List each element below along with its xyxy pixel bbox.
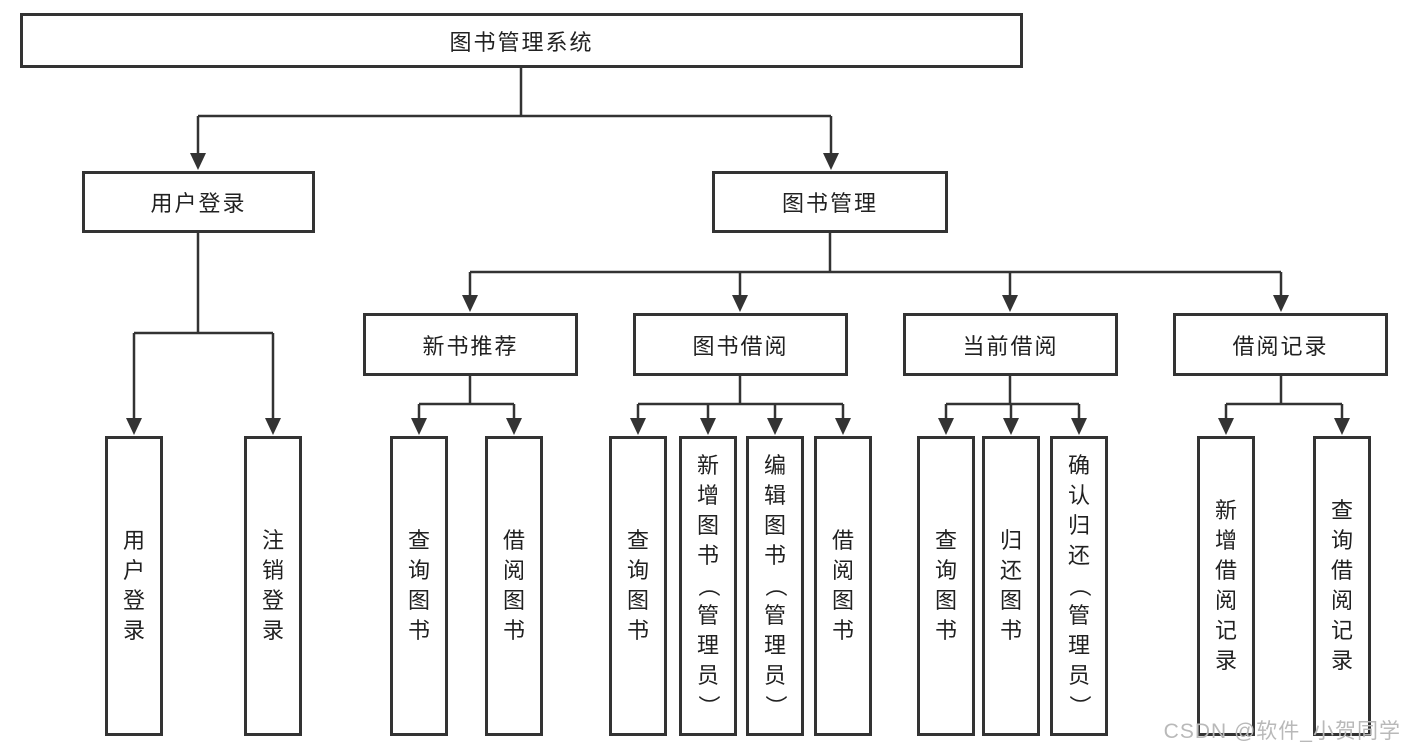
node-leaf-nb-borrow-books: 借阅图书	[485, 436, 543, 736]
arrowhead-icon	[190, 153, 206, 170]
node-leaf-cb-confirm-return-admin: 确认归还（管理员）	[1050, 436, 1108, 736]
node-leaf-nb-query-books: 查询图书	[390, 436, 448, 736]
node-borrow-records-label: 借阅记录	[1232, 333, 1329, 359]
arrowhead-icon	[823, 153, 839, 170]
arrowhead-icon	[732, 295, 748, 312]
arrowhead-icon	[1273, 295, 1289, 312]
node-leaf-bb-add-books-admin-label: 新增图书（管理员）	[695, 453, 721, 718]
arrowhead-icon	[1071, 418, 1087, 435]
node-leaf-user-login-label: 用户登录	[122, 528, 145, 643]
node-leaf-br-add-record: 新增借阅记录	[1197, 436, 1255, 736]
node-user-login-label: 用户登录	[150, 191, 247, 216]
arrowhead-icon	[835, 418, 851, 435]
arrowhead-icon	[1218, 418, 1234, 435]
arrowhead-icon	[938, 418, 954, 435]
node-root-label: 图书管理系统	[449, 29, 594, 55]
node-book-management: 图书管理	[712, 171, 948, 233]
node-book-management-label: 图书管理	[781, 191, 878, 216]
node-leaf-bb-add-books-admin: 新增图书（管理员）	[679, 436, 737, 736]
node-leaf-br-add-record-label: 新增借阅记录	[1214, 498, 1237, 673]
node-leaf-bb-borrow-books: 借阅图书	[814, 436, 872, 736]
node-leaf-br-query-record: 查询借阅记录	[1313, 436, 1371, 736]
node-leaf-logout-label: 注销登录	[261, 528, 284, 643]
edge-book-borrow-to-leaves	[636, 376, 845, 420]
arrowhead-icon	[1003, 418, 1019, 435]
edge-new-book-recommend-to-leaves	[417, 376, 516, 420]
node-leaf-cb-query-books-label: 查询图书	[934, 528, 957, 643]
node-root: 图书管理系统	[20, 13, 1023, 68]
edge-user-login-to-leaves	[132, 233, 275, 420]
arrowhead-icon	[462, 295, 478, 312]
node-leaf-cb-return-books: 归还图书	[982, 436, 1040, 736]
node-leaf-bb-borrow-books-label: 借阅图书	[831, 528, 854, 643]
arrowhead-icon	[265, 418, 281, 435]
edge-current-borrow-to-leaves	[944, 376, 1081, 420]
node-leaf-cb-query-books: 查询图书	[917, 436, 975, 736]
arrowhead-icon	[411, 418, 427, 435]
node-new-book-recommend: 新书推荐	[363, 313, 578, 376]
arrowhead-icon	[1334, 418, 1350, 435]
edge-book-management-to-level3	[468, 233, 1283, 296]
node-leaf-user-login: 用户登录	[105, 436, 163, 736]
arrowhead-icon	[126, 418, 142, 435]
node-leaf-cb-confirm-return-admin-label: 确认归还（管理员）	[1066, 453, 1092, 718]
node-current-borrow-label: 当前借阅	[962, 333, 1059, 359]
node-leaf-cb-return-books-label: 归还图书	[999, 528, 1022, 643]
node-leaf-bb-query-books: 查询图书	[609, 436, 667, 736]
node-leaf-br-query-record-label: 查询借阅记录	[1330, 498, 1353, 673]
watermark: CSDN @软件_小贺同学	[1163, 720, 1401, 743]
node-borrow-records: 借阅记录	[1173, 313, 1388, 376]
node-leaf-bb-edit-books-admin-label: 编辑图书（管理员）	[762, 453, 788, 718]
arrowhead-icon	[767, 418, 783, 435]
node-leaf-nb-borrow-books-label: 借阅图书	[502, 528, 525, 643]
node-new-book-recommend-label: 新书推荐	[422, 333, 519, 359]
node-leaf-logout: 注销登录	[244, 436, 302, 736]
arrowhead-icon	[630, 418, 646, 435]
node-book-borrow: 图书借阅	[633, 313, 848, 376]
edge-borrow-records-to-leaves	[1224, 376, 1344, 420]
arrowhead-icon	[700, 418, 716, 435]
edge-root-to-level2	[196, 68, 833, 155]
node-leaf-bb-edit-books-admin: 编辑图书（管理员）	[746, 436, 804, 736]
node-user-login: 用户登录	[82, 171, 315, 233]
node-book-borrow-label: 图书借阅	[692, 333, 789, 359]
node-leaf-nb-query-books-label: 查询图书	[407, 528, 430, 643]
node-current-borrow: 当前借阅	[903, 313, 1118, 376]
arrowhead-icon	[506, 418, 522, 435]
arrowhead-icon	[1002, 295, 1018, 312]
node-leaf-bb-query-books-label: 查询图书	[626, 528, 649, 643]
